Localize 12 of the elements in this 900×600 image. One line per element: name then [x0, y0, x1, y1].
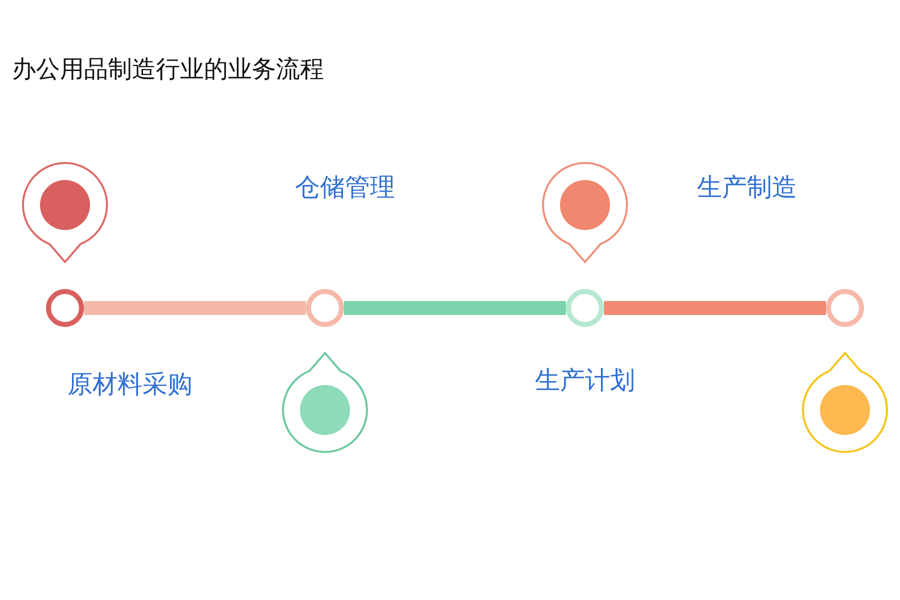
step-label: 生产计划 — [535, 368, 635, 392]
connector-bar — [344, 301, 566, 315]
step-label: 仓储管理 — [295, 174, 395, 200]
timeline-ring — [306, 289, 344, 327]
timeline-ring — [826, 289, 864, 327]
connector-bar — [84, 301, 306, 315]
timeline-ring — [46, 289, 84, 327]
title: 办公用品制造行业的业务流程 — [12, 57, 324, 81]
step-label: 生产制造 — [697, 174, 797, 200]
timeline-ring — [566, 289, 604, 327]
step-label: 原材料采购 — [68, 372, 192, 396]
connector-bar — [604, 301, 826, 315]
